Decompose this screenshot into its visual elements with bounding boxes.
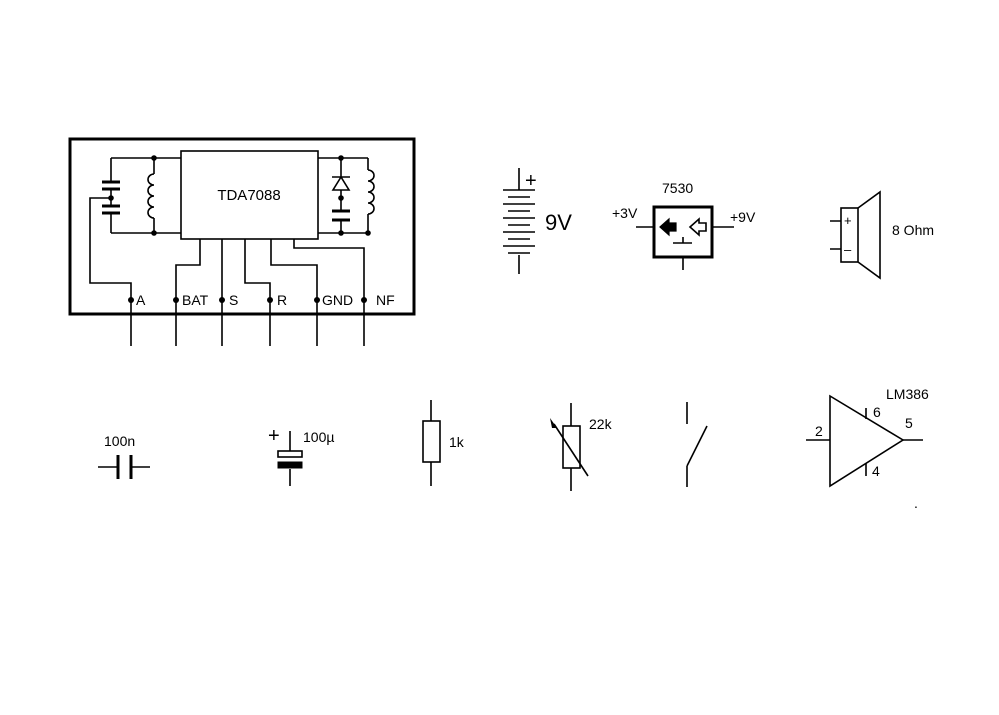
regulator-output: +9V (730, 209, 756, 225)
varicap-diode (332, 177, 350, 190)
regulator-symbol: 7530 +3V +9V (612, 180, 756, 270)
left-coil (148, 174, 154, 218)
right-tank-circuit (318, 155, 374, 236)
svg-text:S: S (229, 292, 238, 308)
stray-mark: . (914, 495, 918, 511)
regulator-input: +3V (612, 205, 638, 221)
pin-wiring (176, 239, 364, 300)
speaker-symbol: + – 8 Ohm (830, 192, 934, 278)
capacitor-label: 100n (104, 433, 135, 449)
amplifier-pin-bottom: 4 (872, 463, 880, 479)
svg-text:GND: GND (322, 292, 353, 308)
electrolytic-capacitor-symbol: + 100µ (268, 425, 334, 486)
right-coil (368, 170, 374, 214)
ic-label: TDA7088 (217, 187, 280, 204)
battery-symbol: + 9V (503, 168, 572, 274)
potentiometer-label: 22k (589, 416, 613, 432)
capacitor-symbol: 100n (98, 433, 150, 479)
regulator-right-arrow (690, 219, 706, 235)
amplifier-pin-in: 2 (815, 423, 823, 439)
resistor-symbol: 1k (423, 400, 465, 486)
battery-cells (503, 190, 535, 253)
svg-text:A: A (136, 292, 146, 308)
switch-symbol (687, 402, 707, 487)
radio-module: TDA7088 A (70, 139, 414, 346)
speaker-minus: – (844, 242, 852, 257)
pin-gnd: GND (314, 292, 353, 346)
regulator-left-arrow (660, 219, 676, 235)
pin-bat: BAT (173, 292, 209, 346)
svg-text:BAT: BAT (182, 292, 209, 308)
pin-a: A (128, 292, 146, 346)
potentiometer-symbol: 22k (550, 403, 613, 491)
pin-nf: NF (361, 292, 395, 346)
amplifier-symbol: LM386 2 6 5 4 (806, 386, 929, 486)
module-outline (70, 139, 414, 314)
module-pins: A BAT S R GND (128, 292, 395, 346)
pin-r: R (267, 292, 287, 346)
amplifier-pin-out: 5 (905, 415, 913, 431)
battery-plus: + (525, 170, 537, 192)
pin-s: S (219, 292, 238, 346)
amplifier-pin-top: 6 (873, 404, 881, 420)
regulator-label: 7530 (662, 180, 693, 196)
svg-text:NF: NF (376, 292, 395, 308)
left-tank-circuit (90, 155, 181, 300)
electrolytic-plus: + (268, 425, 280, 447)
resistor-label: 1k (449, 434, 465, 450)
speaker-label: 8 Ohm (892, 222, 934, 238)
speaker-plus: + (844, 213, 852, 228)
amplifier-label: LM386 (886, 386, 929, 402)
battery-label: 9V (545, 210, 572, 235)
svg-text:R: R (277, 292, 287, 308)
tda7088-chip: TDA7088 (181, 151, 318, 239)
electrolytic-label: 100µ (303, 429, 334, 445)
